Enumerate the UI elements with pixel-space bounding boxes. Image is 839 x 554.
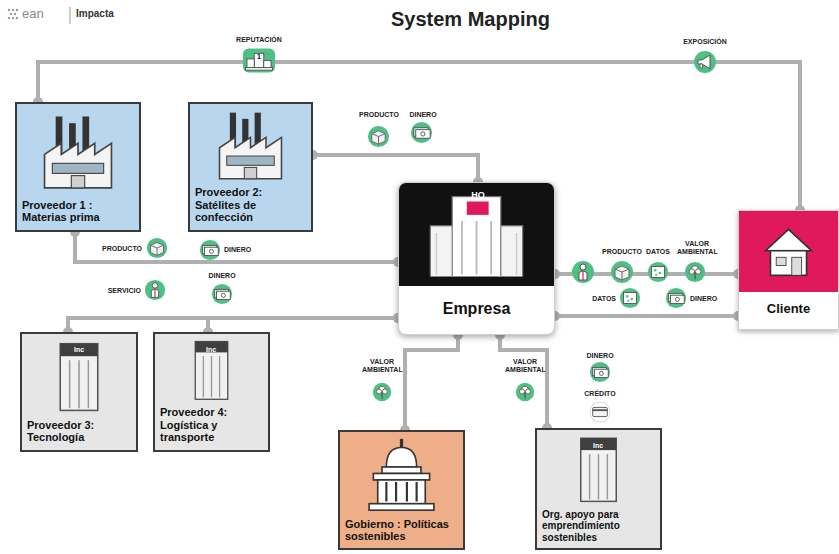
- node-label: Proveedor 1 : Materias prima: [17, 196, 139, 230]
- money-icon: [666, 288, 686, 308]
- flow-label: DINERO: [405, 111, 441, 119]
- money-icon: [200, 240, 220, 260]
- connector: [400, 330, 463, 435]
- flow-label: REPUTACIÓN: [229, 36, 289, 44]
- building-tag: Inc: [69, 346, 89, 354]
- supplier-box: Proveedor 1 : Materias prima: [15, 102, 141, 232]
- logo-dots: [8, 9, 18, 19]
- environment-icon: [685, 262, 705, 282]
- connector-line: [208, 318, 398, 332]
- node-label: Org. apoyo para emprendimiento sostenibl…: [537, 506, 660, 549]
- node-illustration: [340, 432, 463, 515]
- building-tag: Inc: [201, 346, 221, 354]
- credit-icon: [590, 402, 610, 422]
- building-icon: [739, 211, 838, 292]
- flow-label: PRODUCTO: [600, 248, 644, 256]
- node-label: Proveedor 2: Satélites de confección: [190, 183, 311, 230]
- flow-label: DINERO: [582, 352, 618, 360]
- diagram-title: System Mapping: [391, 8, 550, 31]
- data-icon: [620, 288, 640, 308]
- flow-label: CRÉDITO: [580, 390, 620, 398]
- flow-label: VALOR AMBIENTAL: [505, 358, 545, 373]
- money-icon: [590, 362, 610, 382]
- service-icon: [572, 261, 594, 283]
- hq-sign: HQ: [468, 191, 488, 201]
- flow-label: DINERO: [204, 272, 240, 280]
- exposure-icon: [694, 51, 716, 73]
- flow-label: PRODUCTO: [98, 245, 142, 253]
- connector-line: [313, 155, 478, 182]
- node-illustration: [537, 430, 660, 506]
- flow-label: PRODUCTO: [357, 111, 401, 119]
- flow-label: DATOS: [643, 248, 673, 256]
- flow-label: VALOR AMBIENTAL: [362, 358, 402, 373]
- product-icon: [611, 261, 633, 283]
- product-icon: [147, 238, 167, 258]
- node-label: Proveedor 4: Logística y transporte: [155, 403, 268, 450]
- environment-icon: [373, 383, 391, 401]
- node-label: Cliente: [739, 292, 838, 329]
- callout-number: 1: [253, 53, 265, 62]
- connector-line: [68, 318, 398, 332]
- node-label: Empresa: [399, 286, 554, 334]
- connector-line: [75, 232, 398, 262]
- node-illustration: [155, 334, 268, 403]
- company-box: Empresa: [398, 182, 555, 335]
- connector: [70, 227, 403, 267]
- building-icon: [17, 104, 139, 196]
- connector: [550, 311, 743, 321]
- flow-label: DATOS: [582, 295, 616, 303]
- logo-text: ean: [22, 7, 62, 21]
- flow-label: EXPOSICIÓN: [675, 38, 735, 46]
- flow-label: DINERO: [224, 246, 260, 254]
- supplier-box: Proveedor 2: Satélites de confección: [188, 102, 313, 232]
- connector: [495, 330, 552, 433]
- flow-label: VALOR AMBIENTAL: [677, 240, 717, 255]
- node-illustration: [739, 211, 838, 292]
- logo-divider: [70, 7, 71, 24]
- data-icon: [648, 262, 668, 282]
- connector-line: [500, 335, 547, 428]
- flow-label: DINERO: [690, 295, 726, 303]
- node-label: Gobierno : Políticas sostenibles: [340, 515, 463, 548]
- building-icon: [537, 430, 660, 506]
- node-illustration: [17, 104, 139, 196]
- node-illustration: [190, 104, 311, 183]
- logo-text: Impacta: [76, 8, 136, 19]
- building-icon: [155, 334, 268, 403]
- building-icon: [190, 104, 311, 183]
- connector-line: [405, 335, 458, 430]
- flow-label: SERVICIO: [97, 287, 141, 295]
- environment-icon: [516, 383, 534, 401]
- building-icon: [340, 432, 463, 515]
- client-box: Cliente: [738, 210, 839, 330]
- node-label: Proveedor 3: Tecnología: [22, 416, 136, 450]
- building-tag: Inc: [588, 442, 608, 450]
- reputation-icon: [243, 49, 275, 73]
- connector-line: [555, 314, 738, 318]
- service-icon: [145, 280, 165, 300]
- money-icon: [212, 284, 232, 304]
- money-icon: [411, 122, 432, 143]
- government-box: Gobierno : Políticas sostenibles: [338, 430, 465, 550]
- product-icon: [368, 126, 389, 147]
